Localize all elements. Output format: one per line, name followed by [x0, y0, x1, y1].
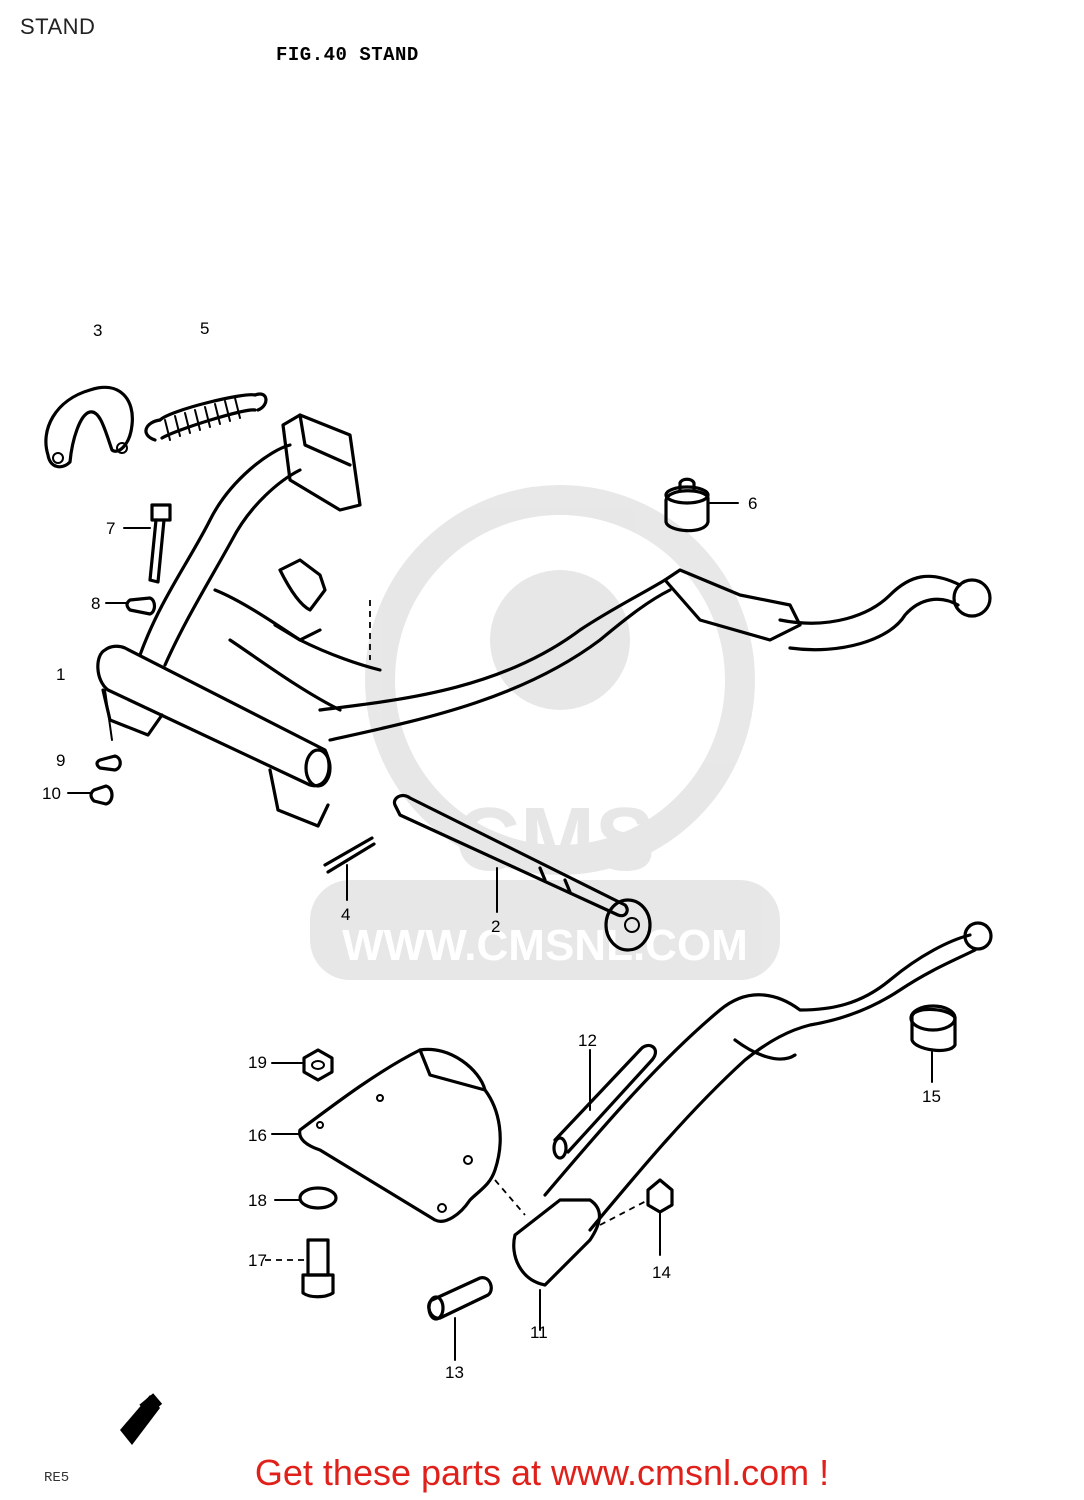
part-15-rubber [909, 1004, 957, 1083]
footer-link-text[interactable]: Get these parts at www.cmsnl.com ! [254, 1452, 830, 1493]
callout-5: 5 [200, 319, 209, 338]
part-6-rubber-buffer [664, 477, 739, 533]
part-19-nut [271, 1048, 334, 1082]
part-12-spring [552, 1044, 658, 1160]
callout-10: 10 [42, 784, 61, 803]
callout-8: 8 [91, 594, 100, 613]
callout-2: 2 [491, 917, 500, 936]
part-8-pin [105, 596, 157, 616]
part-5-spring [144, 392, 268, 442]
callout-6: 6 [748, 494, 757, 513]
watermark-url: WWW.CMSNL.COM [342, 921, 748, 970]
part-4-cotter-pin [323, 836, 376, 901]
callout-15: 15 [922, 1087, 941, 1106]
part-7-bolt [123, 503, 172, 584]
callout-19: 19 [248, 1053, 267, 1072]
cmsnl-watermark: CMS WWW.CMSNL.COM [310, 485, 780, 980]
callout-11: 11 [530, 1323, 548, 1342]
part-10-nut [67, 784, 114, 806]
callout-4: 4 [341, 905, 350, 924]
callout-18: 18 [248, 1191, 267, 1210]
figure-title: FIG.40 STAND [276, 44, 419, 66]
callout-14: 14 [652, 1263, 671, 1282]
callout-1: 1 [56, 665, 65, 684]
callout-16: 16 [248, 1126, 267, 1145]
part-18-washer [274, 1186, 338, 1210]
callout-7: 7 [106, 519, 115, 538]
part-17-bolt [265, 1238, 335, 1299]
figure-ref-code: RE5 [44, 1470, 70, 1486]
page-label: STAND [20, 14, 96, 39]
callout-13: 13 [445, 1363, 464, 1382]
part-3-stopper-bracket [44, 385, 134, 469]
callout-labels: 1 2 3 4 5 6 7 8 9 10 11 12 13 14 15 16 1… [42, 319, 941, 1382]
part-2-shaft [392, 793, 652, 952]
callout-12: 12 [578, 1031, 597, 1050]
part-11-side-stand [512, 921, 993, 1331]
callout-17: 17 [248, 1251, 267, 1270]
part-9-washer [95, 754, 122, 772]
callout-3: 3 [93, 321, 102, 340]
part-14-bolt [599, 1178, 674, 1256]
front-arrow-icon [120, 1393, 163, 1445]
part-1-main-stand [96, 413, 992, 828]
part-13-bushing [427, 1276, 493, 1361]
part-16-bracket-plate [271, 1047, 526, 1223]
callout-9: 9 [56, 751, 65, 770]
watermark-brand: CMS [455, 790, 655, 890]
